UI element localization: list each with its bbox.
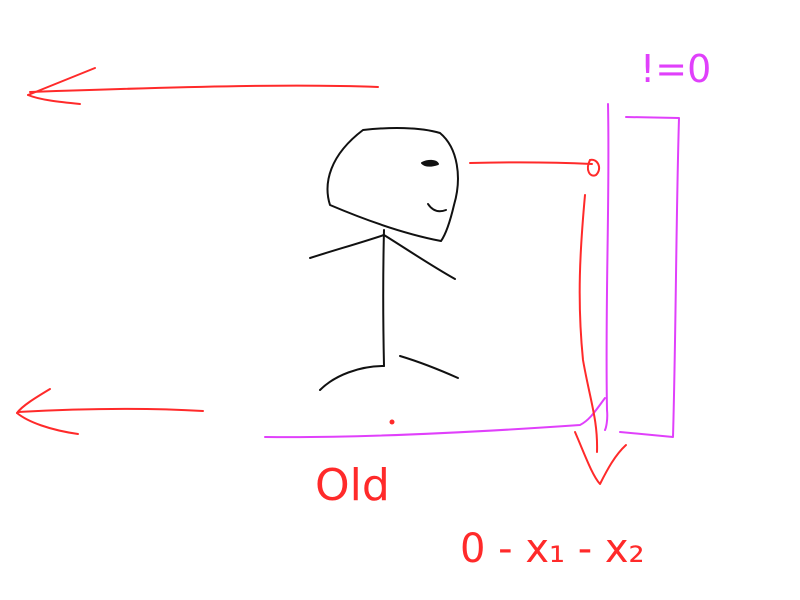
figure-leg-left xyxy=(319,365,385,391)
floor-dot xyxy=(389,419,395,425)
figure-leg-right xyxy=(399,355,459,379)
floor-line xyxy=(264,397,606,439)
figure-arm-right xyxy=(383,234,456,280)
figure-mouth xyxy=(427,203,447,213)
figure-arm-left xyxy=(309,234,385,259)
arrow-down-icon xyxy=(574,431,627,485)
figure-eye xyxy=(421,159,439,167)
figure-head xyxy=(326,127,459,242)
pillar-outline xyxy=(619,116,680,438)
stick-figure-icon xyxy=(309,127,459,391)
arrow-left-icon-bottom xyxy=(16,388,204,435)
head-line xyxy=(469,158,601,177)
wall-line xyxy=(604,103,610,431)
contact-point-icon xyxy=(586,158,601,177)
bottom-label-left: Old xyxy=(315,460,390,511)
figure-body xyxy=(382,229,385,367)
arrow-left-icon-top xyxy=(27,67,379,105)
bottom-label-right: 0 - x₁ - x₂ xyxy=(460,526,645,572)
top-right-label: !=0 xyxy=(640,47,711,91)
drop-line xyxy=(574,194,627,485)
